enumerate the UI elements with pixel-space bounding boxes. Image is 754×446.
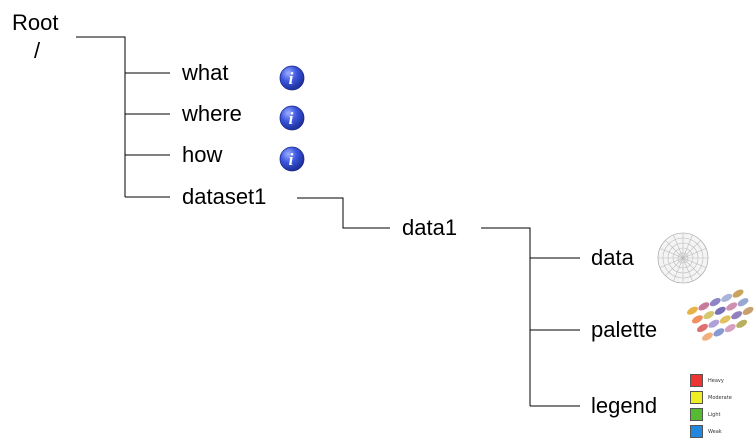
node-data1[interactable]: data1 xyxy=(402,215,458,240)
color-palette-icon[interactable] xyxy=(686,281,754,348)
info-icon[interactable]: i xyxy=(279,105,305,131)
legend-row: Weak xyxy=(690,423,750,440)
info-icon[interactable]: i xyxy=(279,65,305,91)
connector-data1 xyxy=(481,227,531,406)
legend-row-label: Weak xyxy=(708,428,722,435)
node-how[interactable]: how xyxy=(182,142,223,167)
root-path-label: / xyxy=(34,38,41,63)
legend-row: Moderate xyxy=(690,389,750,406)
node-data[interactable]: data xyxy=(591,245,634,270)
legend-swatch xyxy=(690,391,703,404)
info-icon[interactable]: i xyxy=(279,146,305,172)
legend-row: Heavy xyxy=(690,372,750,389)
legend-swatch xyxy=(690,425,703,438)
legend-row-label: Light xyxy=(708,411,721,418)
legend-row-label: Heavy xyxy=(708,377,724,384)
node-dataset1[interactable]: dataset1 xyxy=(182,184,267,209)
legend-thumbnail-icon[interactable]: Heavy Moderate Light Weak xyxy=(690,372,750,442)
polar-grid-icon[interactable] xyxy=(657,232,709,284)
svg-text:i: i xyxy=(289,69,294,88)
legend-row-label: Moderate xyxy=(708,394,732,401)
connector-root xyxy=(76,36,126,197)
connector-dataset1-data1 xyxy=(297,197,390,229)
legend-row: Light xyxy=(690,406,750,423)
legend-swatch xyxy=(690,374,703,387)
node-what[interactable]: what xyxy=(182,60,229,85)
node-legend[interactable]: legend xyxy=(591,393,658,418)
legend-swatch xyxy=(690,408,703,421)
node-where[interactable]: where xyxy=(182,101,242,126)
svg-text:i: i xyxy=(289,109,294,128)
svg-text:i: i xyxy=(289,150,294,169)
root-label: Root xyxy=(12,10,59,35)
node-palette[interactable]: palette xyxy=(591,317,658,342)
connector-lines xyxy=(76,36,580,407)
